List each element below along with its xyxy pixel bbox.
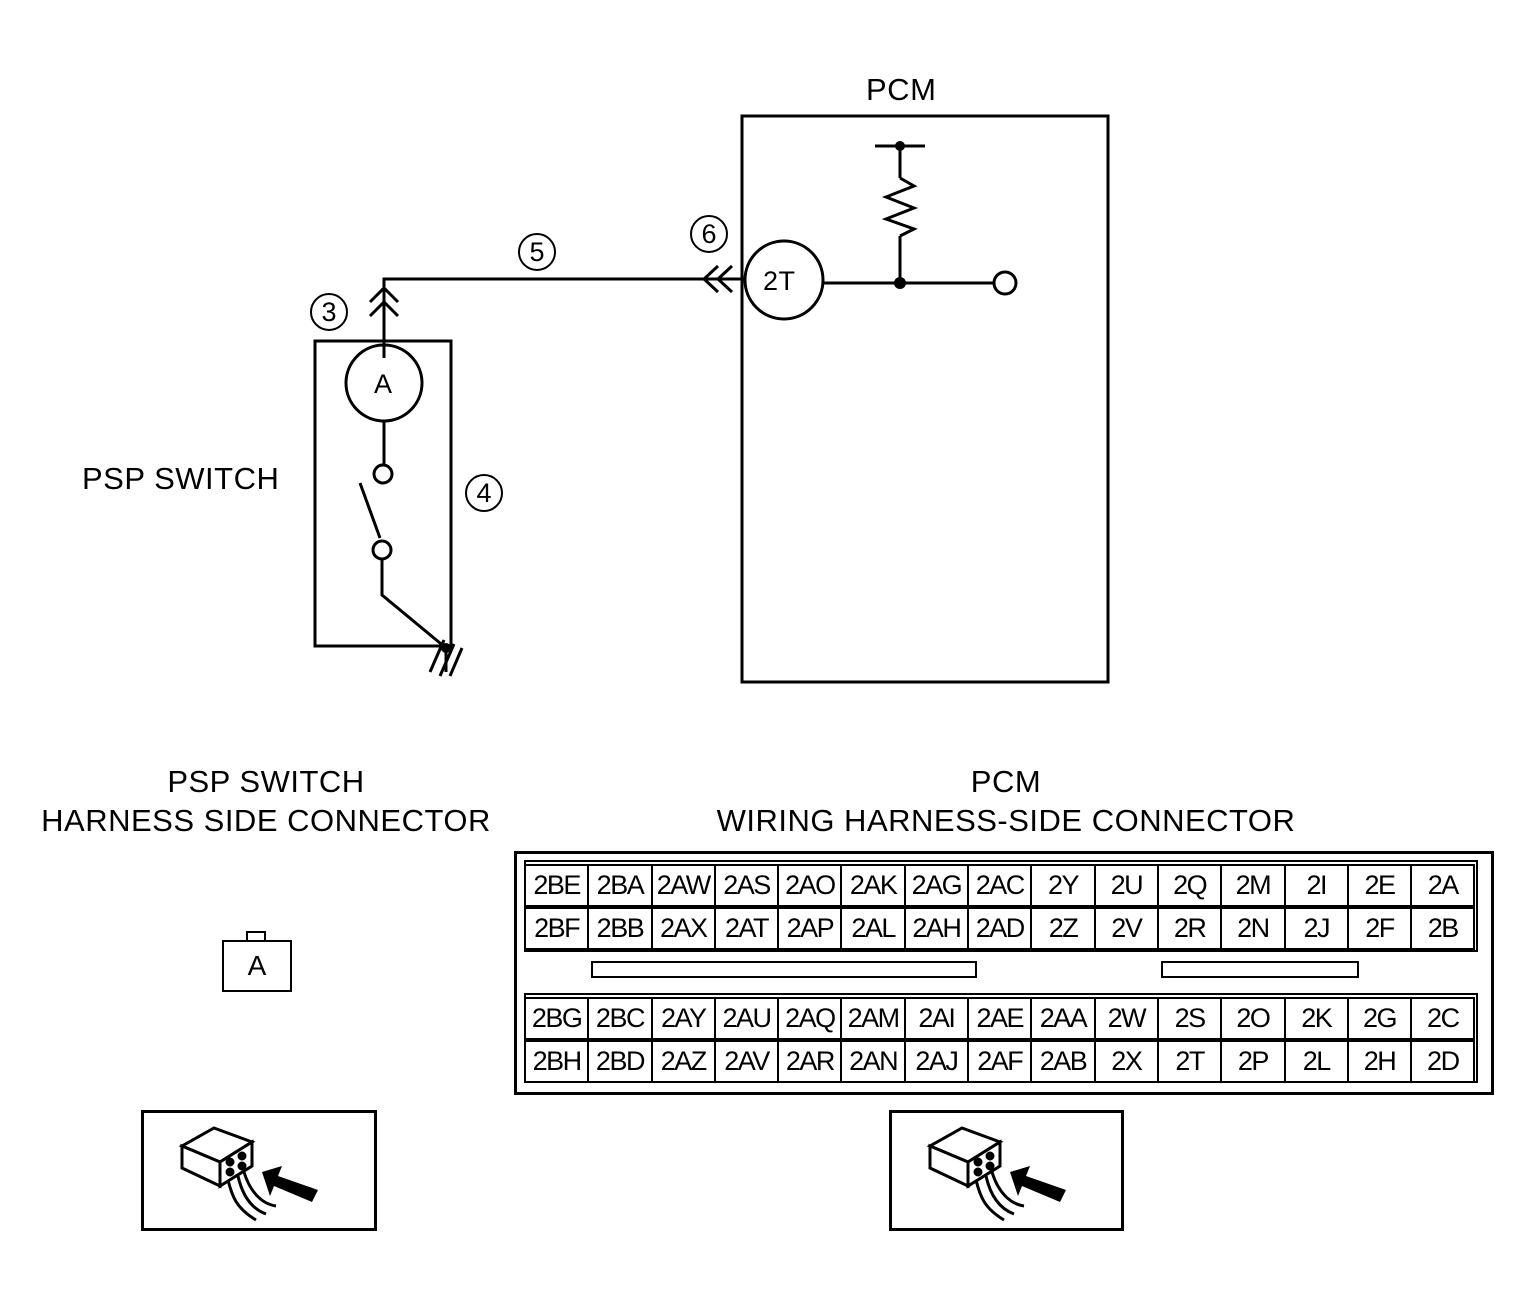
pcm-pin-2q: 2Q: [1156, 864, 1223, 907]
connector-chevron-pcm-1: [701, 264, 720, 294]
pcm-pin-2z: 2Z: [1030, 907, 1096, 950]
pcm-pin-2b: 2B: [1410, 907, 1476, 950]
pcm-pin-2ar: 2AR: [777, 1040, 843, 1083]
pcm-pin-2c: 2C: [1410, 997, 1476, 1040]
pcm-connector-key-left: [591, 961, 977, 978]
pcm-pin-2ai: 2AI: [903, 997, 970, 1040]
pcm-pin-2a: 2A: [1410, 864, 1476, 907]
pcm-pin-2bc: 2BC: [587, 997, 653, 1040]
pcm-pin-2aj: 2AJ: [903, 1040, 970, 1083]
view-direction-arrow-psp: [262, 1166, 318, 1202]
callout-6: 6: [690, 215, 728, 253]
terminal-a-label: A: [374, 369, 393, 399]
signal-wire: [382, 277, 745, 358]
pcm-pin-2be: 2BE: [524, 864, 590, 907]
callout-5: 5: [518, 233, 556, 271]
terminal-2t-label: 2T: [763, 266, 796, 296]
pcm-pin-2j: 2J: [1283, 907, 1349, 950]
pcm-pin-2k: 2K: [1283, 997, 1349, 1040]
pcm-label: PCM: [866, 72, 937, 107]
pull-up-resistor: [881, 176, 919, 238]
pcm-pin-2ah: 2AH: [903, 907, 970, 950]
pcm-pin-2t: 2T: [1156, 1040, 1223, 1083]
pcm-pin-2s: 2S: [1156, 997, 1223, 1040]
pcm-pin-2ac: 2AC: [967, 864, 1033, 907]
psp-connector-pin-a: A: [222, 940, 292, 992]
connector-chevron-pcm-2: [715, 264, 734, 294]
pcm-connector-body: [514, 851, 1494, 1095]
pcm-box: [740, 114, 1110, 684]
pcm-pin-2d: 2D: [1410, 1040, 1476, 1083]
pcm-pin-2m: 2M: [1220, 864, 1286, 907]
pcm-pin-2ab: 2AB: [1030, 1040, 1096, 1083]
pcm-pin-2ad: 2AD: [967, 907, 1033, 950]
pcm-pin-2bh: 2BH: [524, 1040, 590, 1083]
connector-chevron-psp-2: [368, 299, 400, 318]
pcm-pin-2u: 2U: [1093, 864, 1159, 907]
pcm-pin-2ae: 2AE: [967, 997, 1033, 1040]
pcm-connector-view-box: [889, 1110, 1124, 1231]
pcm-pin-2l: 2L: [1283, 1040, 1349, 1083]
harness-connector-icon-pcm: [926, 1126, 1025, 1222]
pcm-pin-2bb: 2BB: [587, 907, 653, 950]
connector-chevron-psp-1: [368, 285, 400, 304]
pcm-connector-title-1: PCM: [970, 764, 1042, 799]
terminal-2t-circle: [743, 239, 825, 321]
pcm-connector-title-2: WIRING HARNESS-SIDE CONNECTOR: [716, 803, 1296, 838]
pcm-pin-2h: 2H: [1346, 1040, 1413, 1083]
psp-connector-title-2: HARNESS SIDE CONNECTOR: [41, 803, 491, 838]
pcm-pin-2n: 2N: [1220, 907, 1286, 950]
callout-4: 4: [465, 474, 503, 512]
psp-connector-title-1: PSP SWITCH: [167, 764, 365, 799]
pcm-output-terminal: [992, 270, 1018, 296]
psp-switch-label: PSP SWITCH: [82, 461, 280, 496]
switch-blade: [358, 482, 382, 539]
pcm-pin-2x: 2X: [1093, 1040, 1159, 1083]
psp-connector-view-box: [141, 1110, 377, 1231]
switch-contact-top: [372, 463, 394, 485]
pcm-connector-key-right: [1161, 961, 1359, 978]
harness-connector-icon: [178, 1126, 277, 1222]
psp-connector-latch: [246, 931, 266, 941]
callout-3: 3: [310, 293, 348, 331]
pcm-pin-2aw: 2AW: [650, 864, 716, 907]
pcm-pin-2ax: 2AX: [650, 907, 716, 950]
pcm-pin-2af: 2AF: [967, 1040, 1033, 1083]
view-direction-arrow-pcm: [1010, 1166, 1066, 1202]
